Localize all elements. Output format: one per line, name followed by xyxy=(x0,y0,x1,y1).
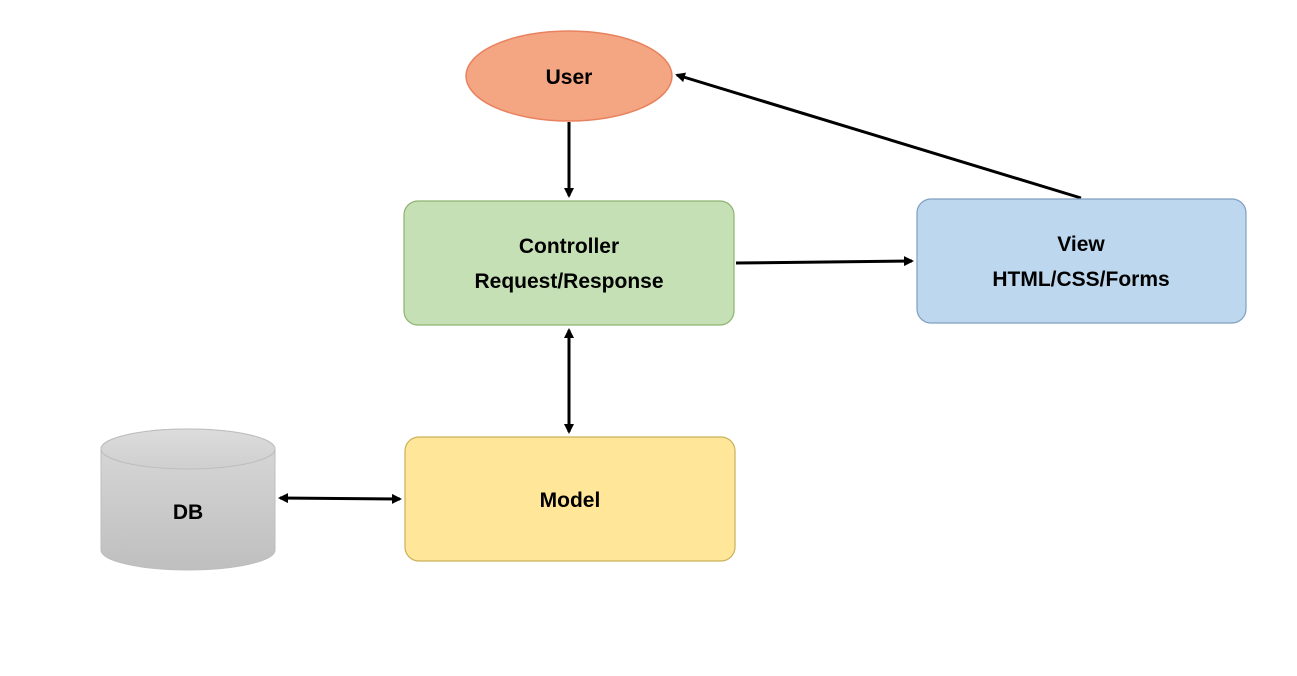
view-node: View HTML/CSS/Forms xyxy=(916,198,1247,324)
edge-db-model-bidirectional xyxy=(278,493,402,504)
edge-view-to-user xyxy=(675,72,1082,200)
db-label: DB xyxy=(173,501,203,524)
user-node: User xyxy=(465,30,673,122)
edges xyxy=(278,72,1082,504)
model-label: Model xyxy=(540,489,601,512)
model-box xyxy=(404,436,736,562)
controller-title: Controller xyxy=(519,235,619,258)
db-cylinder-top xyxy=(100,428,276,470)
user-ellipse xyxy=(465,30,673,122)
view-title: View xyxy=(1057,233,1105,256)
view-subtitle: HTML/CSS/Forms xyxy=(992,268,1169,291)
view-box xyxy=(916,198,1247,324)
controller-subtitle: Request/Response xyxy=(474,270,663,293)
user-label: User xyxy=(546,66,593,89)
edge-controller-to-view xyxy=(735,256,914,267)
controller-node: Controller Request/Response xyxy=(403,200,735,326)
model-node: Model xyxy=(404,436,736,562)
db-node: DB xyxy=(100,428,276,571)
controller-box xyxy=(403,200,735,326)
